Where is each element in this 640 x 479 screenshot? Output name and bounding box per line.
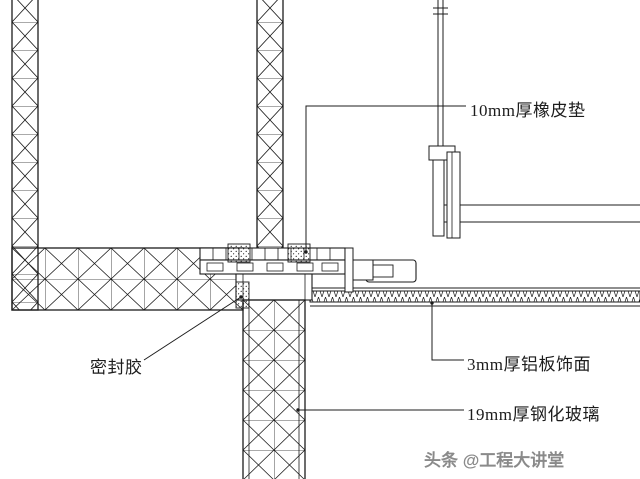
structure-lines xyxy=(440,204,640,223)
hanger-channel-b xyxy=(446,151,461,239)
leader-aluminum-panel xyxy=(431,303,464,361)
watermark-text: 头条 @工程大讲堂 xyxy=(424,451,565,470)
hanger-channel-a xyxy=(432,159,445,237)
rubber-pads xyxy=(227,243,311,263)
leader-sealant xyxy=(143,296,242,361)
annotation-aluminum-panel: 3mm厚铝板饰面 xyxy=(467,355,591,374)
ceiling-hanger xyxy=(428,0,461,239)
hanger-rod xyxy=(433,0,448,146)
annotation-sealant: 密封胶 xyxy=(90,358,143,377)
upper-wall-section xyxy=(256,0,284,255)
edge-trim xyxy=(344,247,374,293)
leader-lines xyxy=(143,105,466,412)
leader-rubber-pad xyxy=(305,105,466,252)
annotation-tempered-glass: 19mm厚钢化玻璃 xyxy=(467,405,600,424)
glass-panel-section xyxy=(242,299,306,479)
annotation-rubber-pad: 10mm厚橡皮垫 xyxy=(470,101,586,120)
aluminum-panel-band xyxy=(309,287,640,307)
